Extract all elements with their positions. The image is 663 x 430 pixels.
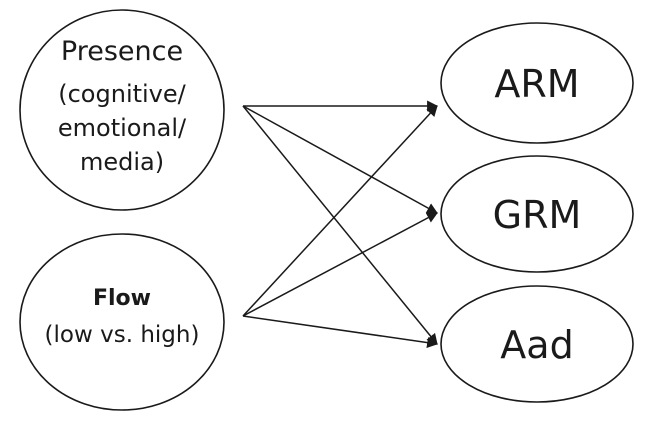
node-flow-detail: (low vs. high) (45, 322, 200, 348)
edges (242, 100, 439, 349)
arrow-presence-to-grm (242, 105, 438, 214)
arrow-presence-to-aad (242, 105, 438, 345)
node-flow-circle (19, 233, 225, 411)
arrow-flow-to-arm (242, 105, 438, 317)
node-flow-title: Flow (93, 286, 151, 311)
node-grm: GRM (440, 155, 634, 273)
arrow-flow-to-grm (242, 212, 438, 317)
node-presence-detail-3: media) (80, 148, 164, 176)
node-aad-ellipse (440, 285, 634, 403)
node-presence: Presence (cognitive/ emotional/ media) (19, 9, 225, 211)
node-arm-ellipse (440, 22, 634, 144)
node-presence-circle (19, 9, 225, 211)
node-presence-detail-1: (cognitive/ (58, 80, 186, 108)
node-aad: Aad (440, 285, 634, 403)
node-grm-ellipse (440, 155, 634, 273)
node-aad-label: Aad (500, 323, 573, 367)
node-presence-detail-2: emotional/ (58, 114, 187, 142)
node-arm: ARM (440, 22, 634, 144)
node-presence-title: Presence (61, 36, 183, 67)
node-flow: Flow (low vs. high) (19, 233, 225, 411)
arrow-flow-to-aad (242, 315, 439, 349)
node-arm-label: ARM (494, 62, 579, 106)
node-grm-label: GRM (493, 193, 582, 237)
